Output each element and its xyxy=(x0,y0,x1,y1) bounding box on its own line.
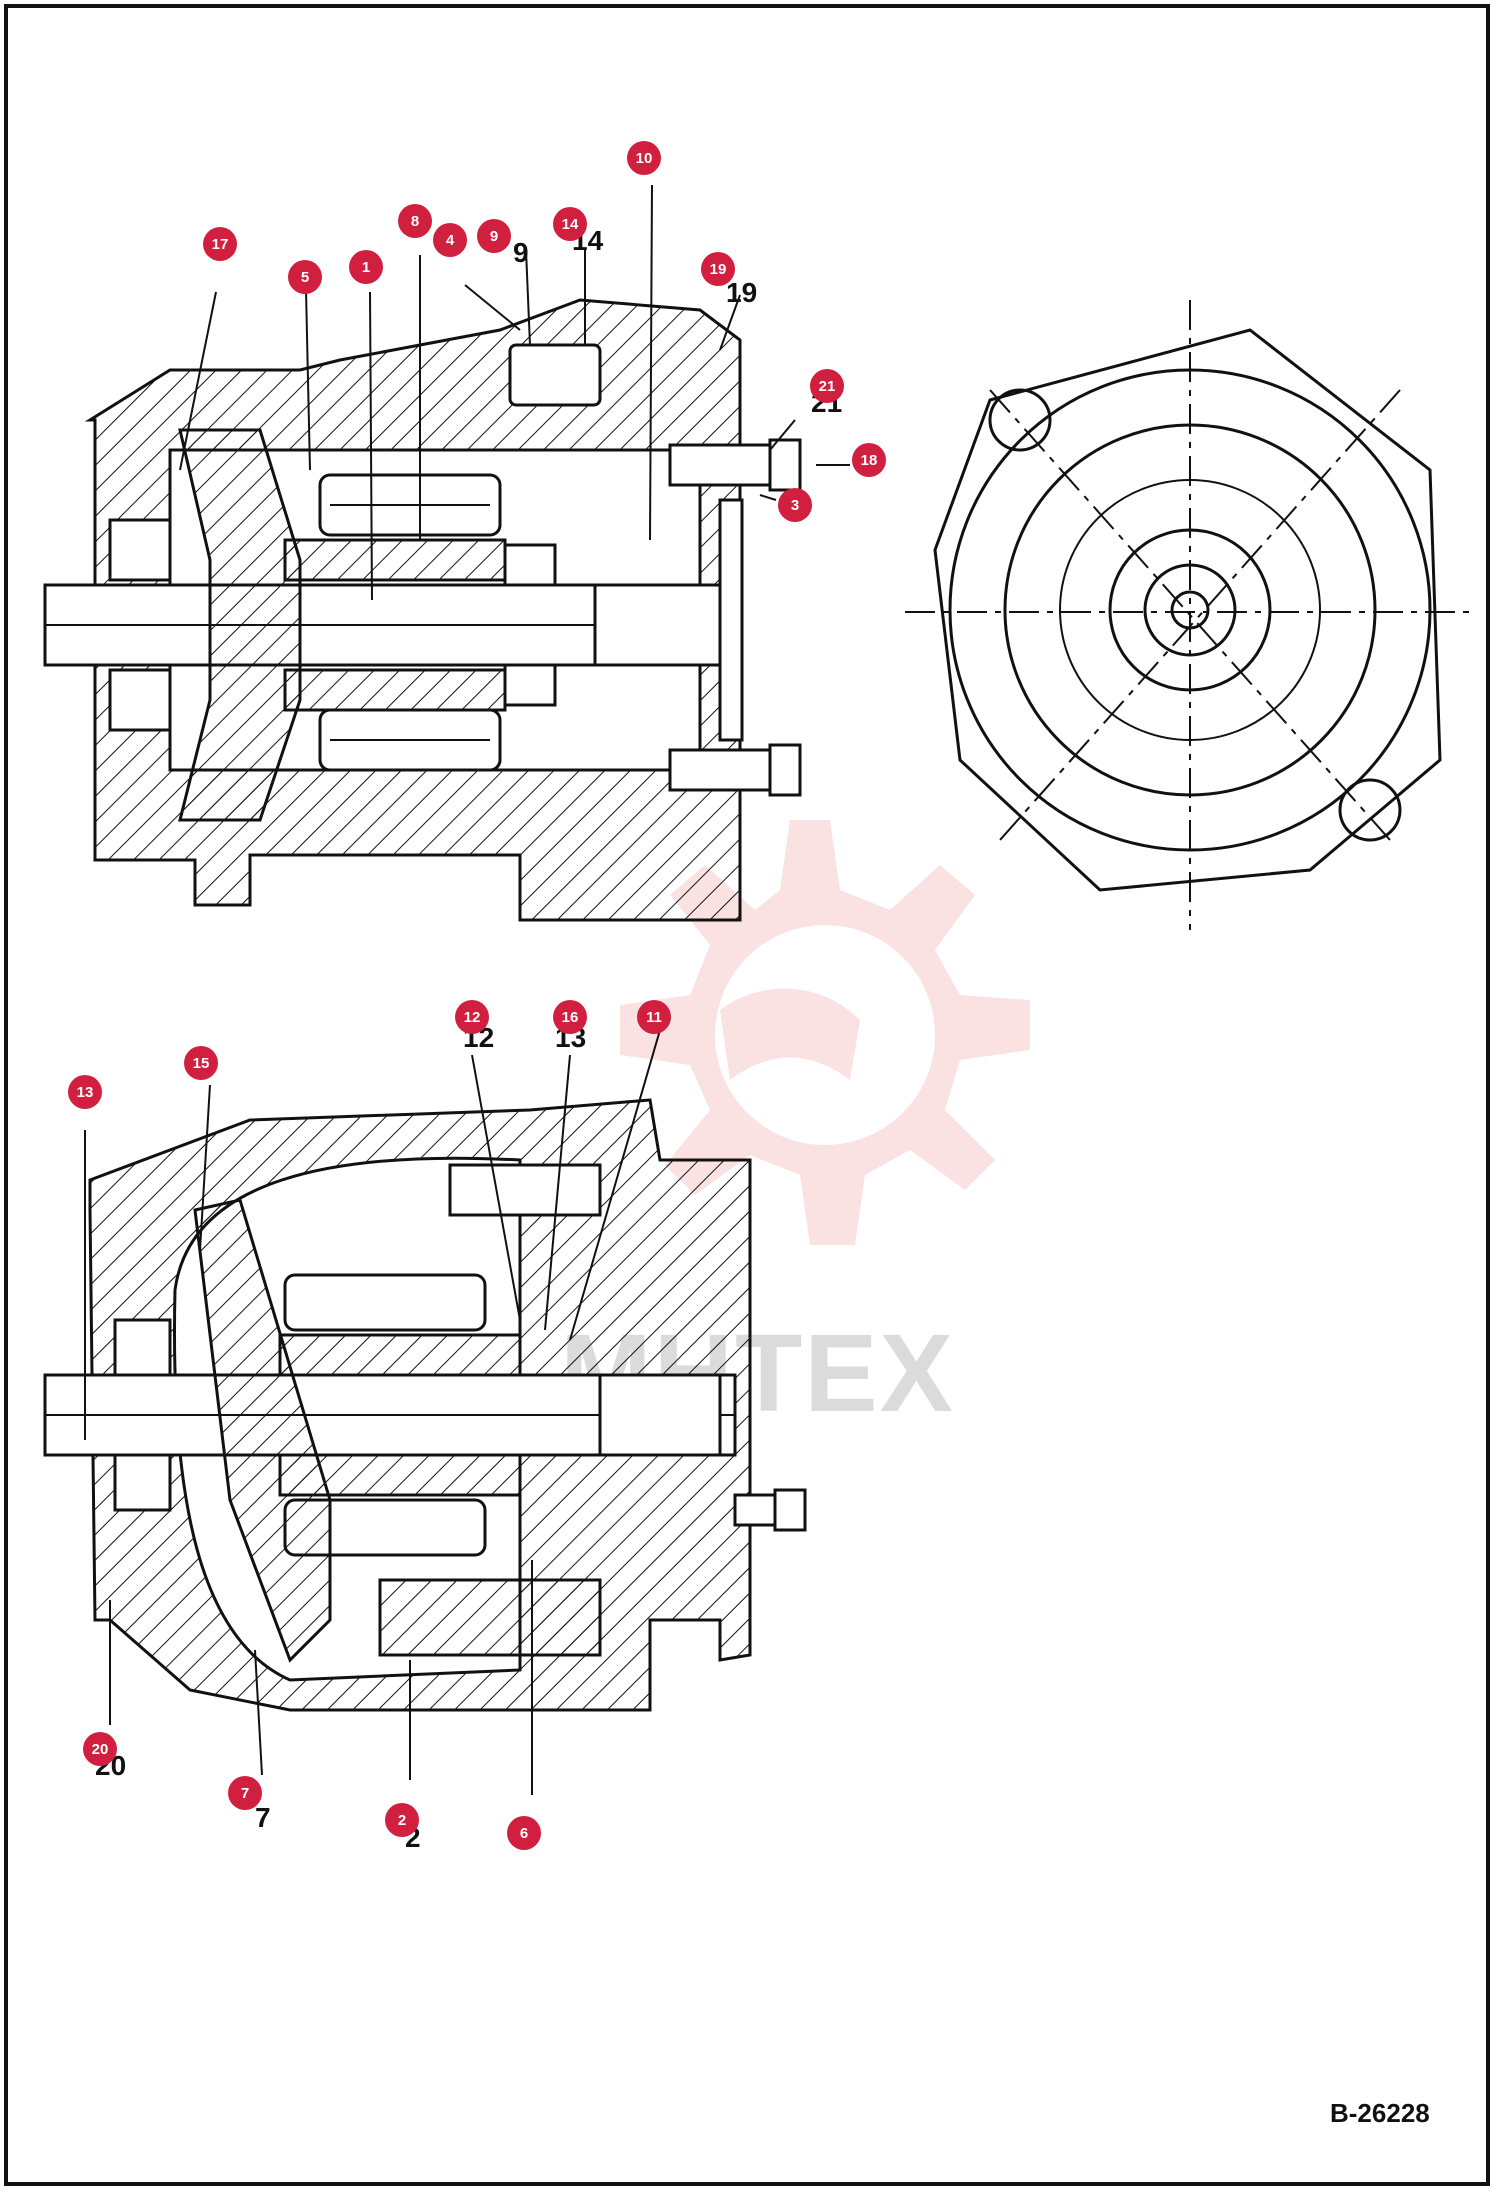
callout-16[interactable]: 16 xyxy=(553,1000,587,1034)
callout-21[interactable]: 21 xyxy=(810,369,844,403)
svg-text:19: 19 xyxy=(710,261,727,278)
callout-9[interactable]: 9 xyxy=(477,219,511,253)
callout-15[interactable]: 15 xyxy=(184,1046,218,1080)
watermark-gear-icon xyxy=(620,820,1030,1245)
svg-text:3: 3 xyxy=(791,497,799,514)
printed-label-19: 19 xyxy=(726,277,757,308)
callout-1[interactable]: 1 xyxy=(349,250,383,284)
callout-2[interactable]: 2 xyxy=(385,1803,419,1837)
callout-7[interactable]: 7 xyxy=(228,1776,262,1810)
svg-text:6: 6 xyxy=(520,1825,528,1842)
svg-text:1: 1 xyxy=(362,259,370,276)
svg-text:14: 14 xyxy=(562,216,579,233)
callout-20[interactable]: 20 xyxy=(83,1732,117,1766)
callout-3[interactable]: 3 xyxy=(778,488,812,522)
end-view xyxy=(905,300,1470,930)
svg-text:2: 2 xyxy=(398,1812,406,1829)
svg-text:15: 15 xyxy=(193,1055,210,1072)
svg-text:13: 13 xyxy=(77,1084,94,1101)
svg-text:8: 8 xyxy=(411,213,419,230)
top-section-view xyxy=(43,184,850,922)
bottom-section-view xyxy=(43,1029,807,1795)
callout-17[interactable]: 17 xyxy=(203,227,237,261)
callout-12[interactable]: 12 xyxy=(455,1000,489,1034)
svg-text:4: 4 xyxy=(446,232,455,249)
svg-text:5: 5 xyxy=(301,269,309,286)
svg-text:16: 16 xyxy=(562,1009,579,1026)
svg-text:18: 18 xyxy=(861,452,878,469)
callout-8[interactable]: 8 xyxy=(398,204,432,238)
document-reference: B-26228 xyxy=(1330,2098,1430,2128)
drawing-frame xyxy=(4,4,1490,2186)
svg-text:10: 10 xyxy=(636,150,653,167)
svg-text:7: 7 xyxy=(241,1785,249,1802)
svg-text:20: 20 xyxy=(92,1741,109,1758)
callouts: 1 2 3 4 5 6 7 8 9 10 11 12 13 14 15 16 1… xyxy=(68,141,886,1850)
callout-14[interactable]: 14 xyxy=(553,207,587,241)
callout-5[interactable]: 5 xyxy=(288,260,322,294)
svg-text:12: 12 xyxy=(464,1009,481,1026)
svg-text:9: 9 xyxy=(490,228,498,245)
svg-text:11: 11 xyxy=(646,1009,662,1026)
svg-text:17: 17 xyxy=(212,236,229,253)
callout-10[interactable]: 10 xyxy=(627,141,661,175)
svg-text:21: 21 xyxy=(819,378,836,395)
callout-4[interactable]: 4 xyxy=(433,223,467,257)
callout-13[interactable]: 13 xyxy=(68,1075,102,1109)
callout-18[interactable]: 18 xyxy=(852,443,886,477)
callout-6[interactable]: 6 xyxy=(507,1816,541,1850)
printed-label-9: 9 xyxy=(513,237,529,268)
printed-label-7: 7 xyxy=(255,1802,271,1833)
callout-19[interactable]: 19 xyxy=(701,252,735,286)
callout-11[interactable]: 11 xyxy=(637,1000,671,1034)
